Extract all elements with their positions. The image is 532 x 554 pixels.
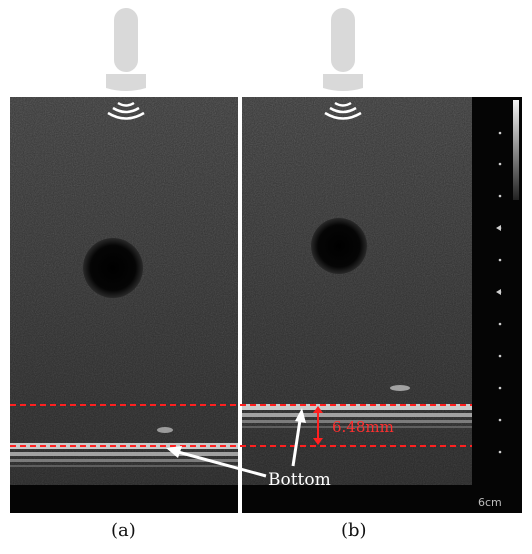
- bottom-label: Bottom: [268, 470, 331, 490]
- depth-scale: 6cm: [472, 97, 522, 513]
- cyst-b: [311, 218, 367, 274]
- ultrasound-panel-a: [10, 97, 238, 513]
- caption-a: (a): [111, 520, 136, 541]
- cyst-a: [83, 238, 143, 298]
- distance-label: 6.48mm: [332, 418, 394, 436]
- grayscale-bar: [513, 100, 519, 200]
- sound-wave-icon-a: [107, 101, 145, 120]
- arrow-icon-b: [291, 408, 306, 467]
- ultrasound-panel-b: [242, 97, 472, 513]
- sound-wave-icon-b: [324, 101, 362, 120]
- caption-b: (b): [341, 520, 367, 541]
- ultrasound-probe-icon-a: [106, 8, 146, 91]
- ultrasound-probe-icon-b: [323, 8, 363, 91]
- bottom-echo-b: [242, 404, 472, 410]
- panel-divider: [238, 97, 242, 513]
- arrow-icon-a: [166, 446, 267, 478]
- distance-arrow-icon: [313, 406, 323, 445]
- depth-scale-label: 6cm: [478, 496, 502, 509]
